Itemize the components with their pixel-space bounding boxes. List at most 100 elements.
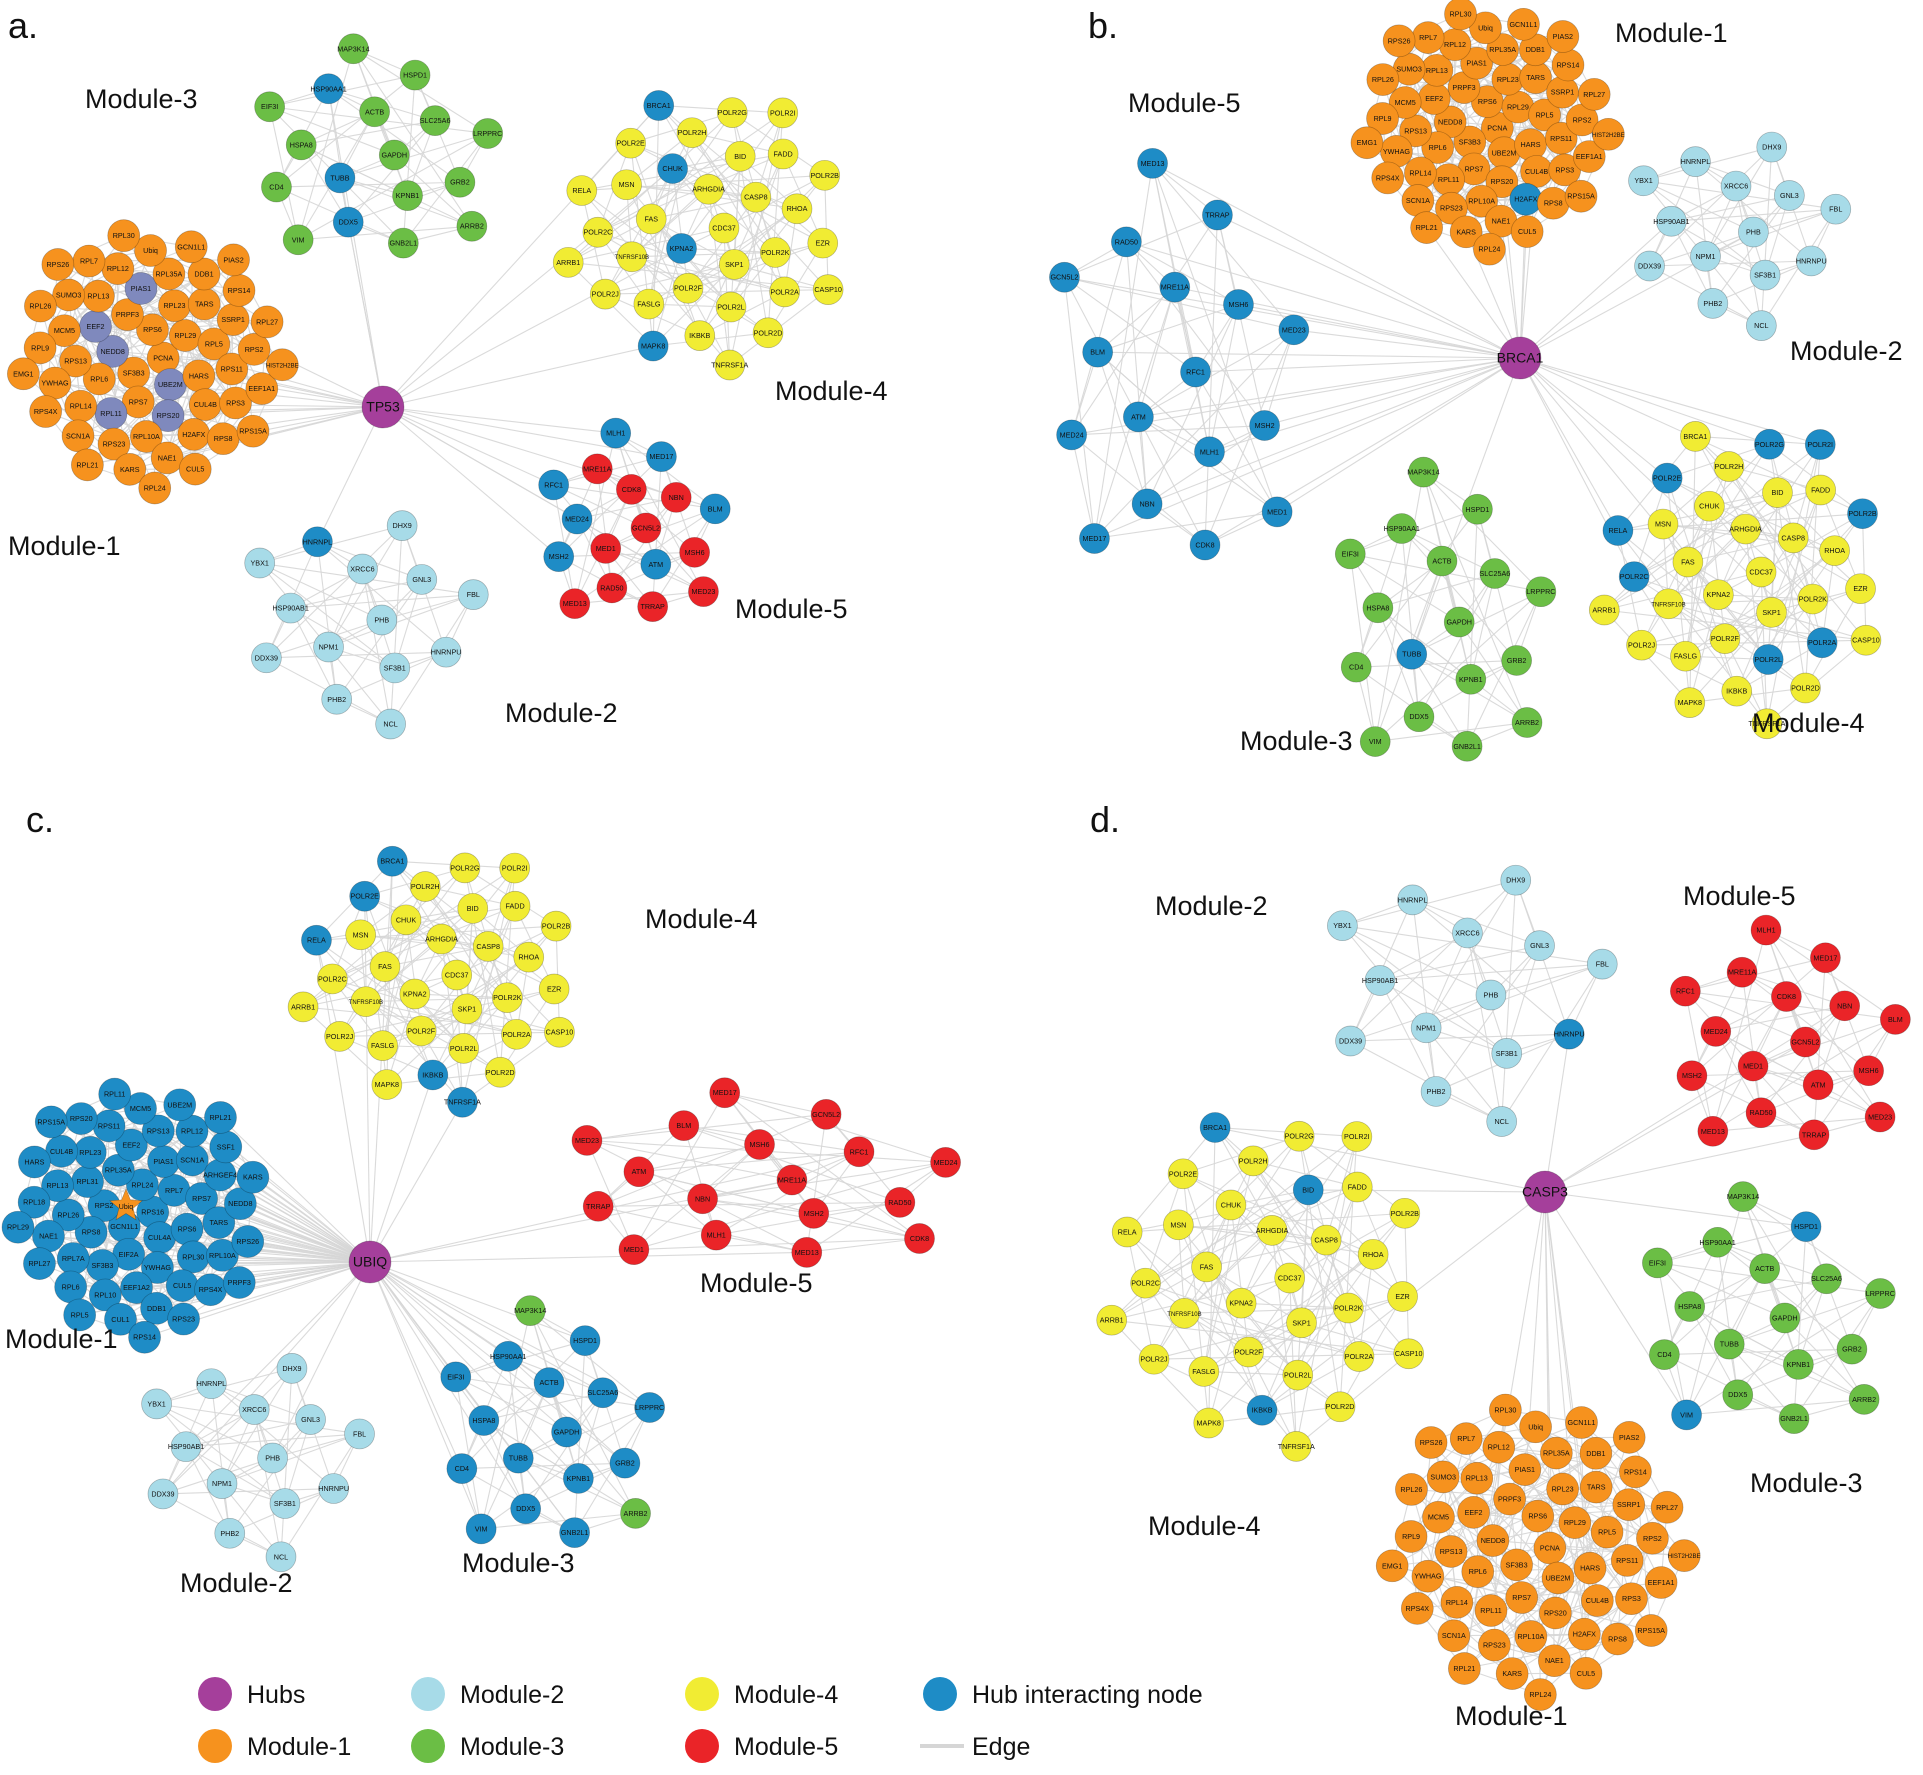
node-msh6[interactable]: MSH6 — [679, 536, 710, 568]
node-trrap[interactable]: TRRAP — [582, 1190, 614, 1222]
node-npm1[interactable]: NPM1 — [313, 631, 344, 663]
node-hspa8[interactable]: HSPA8 — [1674, 1291, 1706, 1322]
node-h2afx[interactable]: H2AFX — [177, 418, 211, 451]
node-tubb[interactable]: TUBB — [502, 1442, 534, 1474]
node-rpl9[interactable]: RPL9 — [23, 331, 57, 365]
node-med24[interactable]: MED24 — [930, 1147, 961, 1178]
node-phb2[interactable]: PHB2 — [321, 683, 353, 715]
node-cul4b[interactable]: CUL4B — [1520, 155, 1553, 188]
node-med1[interactable]: MED1 — [1261, 496, 1293, 528]
node-rpl7[interactable]: RPL7 — [1449, 1422, 1483, 1455]
node-rpl7[interactable]: RPL7 — [72, 244, 106, 278]
node-ube2m[interactable]: UBE2M — [163, 1088, 197, 1122]
node-rpl29[interactable]: RPL29 — [1, 1210, 35, 1244]
node-scn1a[interactable]: SCN1A — [61, 419, 95, 453]
node-arrb1[interactable]: ARRB1 — [1096, 1304, 1128, 1336]
node-rpl5[interactable]: RPL5 — [63, 1298, 97, 1332]
node-rpl29[interactable]: RPL29 — [1558, 1506, 1592, 1540]
node-polr2l[interactable]: POLR2L — [1282, 1359, 1314, 1391]
node-mre11a[interactable]: MRE11A — [581, 453, 613, 485]
node-rps11[interactable]: RPS11 — [92, 1109, 126, 1143]
node-med17[interactable]: MED17 — [709, 1077, 741, 1109]
node-rpl14[interactable]: RPL14 — [64, 389, 98, 423]
node-rpl30[interactable]: RPL30 — [176, 1240, 210, 1274]
node-med13[interactable]: MED13 — [559, 588, 591, 620]
node-gnl3[interactable]: GNL3 — [295, 1404, 326, 1435]
node-hsp90aa1[interactable]: HSP90AA1 — [490, 1340, 526, 1372]
node-dhx9[interactable]: DHX9 — [1500, 864, 1532, 896]
node-gnl3[interactable]: GNL3 — [1774, 180, 1805, 211]
node-cul4a[interactable]: CUL4A — [143, 1221, 176, 1254]
node-cd4[interactable]: CD4 — [261, 171, 292, 203]
node-ddx39[interactable]: DDX39 — [251, 642, 282, 674]
node-dhx9[interactable]: DHX9 — [1756, 131, 1788, 163]
node-tnfrsf1a[interactable]: TNFRSF1A — [1748, 708, 1786, 740]
node-arhgef4[interactable]: ARHGEF4 — [203, 1158, 237, 1192]
node-rhoa[interactable]: RHOA — [513, 941, 545, 973]
node-rps13[interactable]: RPS13 — [59, 344, 92, 378]
node-nedd8[interactable]: NEDD8 — [223, 1187, 257, 1221]
node-hspd1[interactable]: HSPD1 — [399, 59, 431, 91]
node-gnl3[interactable]: GNL3 — [406, 564, 438, 595]
node-pias2[interactable]: PIAS2 — [1546, 20, 1580, 53]
node-map3k14[interactable]: MAP3K14 — [1727, 1181, 1759, 1212]
node-gnl3[interactable]: GNL3 — [1524, 930, 1555, 962]
node-kpnb1[interactable]: KPNB1 — [392, 180, 423, 211]
node-hnrnpu[interactable]: HNRNPU — [1796, 245, 1827, 277]
node-med17[interactable]: MED17 — [1079, 523, 1110, 554]
node-gnb2l1[interactable]: GNB2L1 — [1778, 1403, 1810, 1435]
node-kars[interactable]: KARS — [113, 452, 147, 486]
node-bid[interactable]: BID — [457, 893, 489, 924]
node-gapdh[interactable]: GAPDH — [378, 139, 410, 171]
hub-brca1[interactable]: BRCA1 — [1497, 336, 1544, 380]
node-nbn[interactable]: NBN — [687, 1183, 718, 1215]
node-gcn1l1[interactable]: GCN1L1 — [1565, 1406, 1598, 1439]
node-tars[interactable]: TARS — [202, 1206, 236, 1239]
node-polr2b[interactable]: POLR2B — [1389, 1197, 1421, 1229]
node-ssrp1[interactable]: SSRP1 — [216, 303, 250, 336]
node-mcm5[interactable]: MCM5 — [48, 314, 81, 348]
node-ddb1[interactable]: DDB1 — [187, 257, 221, 291]
node-polr2b[interactable]: POLR2B — [809, 159, 841, 191]
node-rpl12[interactable]: RPL12 — [101, 252, 135, 285]
node-rps8[interactable]: RPS8 — [1536, 186, 1570, 220]
node-ube2m[interactable]: UBE2M — [1541, 1561, 1575, 1595]
node-mapk8[interactable]: MAPK8 — [637, 330, 669, 362]
node-rps26[interactable]: RPS26 — [231, 1225, 265, 1258]
node-tars[interactable]: TARS — [187, 287, 221, 321]
node-polr2a[interactable]: POLR2A — [1343, 1341, 1375, 1372]
node-sumo3[interactable]: SUMO3 — [1426, 1460, 1460, 1494]
node-rps20[interactable]: RPS20 — [1539, 1596, 1572, 1630]
node-prpf3[interactable]: PRPF3 — [111, 298, 144, 332]
node-gcn5l2[interactable]: GCN5L2 — [630, 512, 662, 544]
node-slc25a6[interactable]: SLC25A6 — [587, 1377, 618, 1409]
node-casp8[interactable]: CASP8 — [740, 181, 772, 213]
node-rpl14[interactable]: RPL14 — [1440, 1586, 1474, 1619]
node-med24[interactable]: MED24 — [1056, 419, 1087, 451]
node-ezr[interactable]: EZR — [807, 227, 839, 259]
node-trrap[interactable]: TRRAP — [637, 591, 669, 622]
node-dhx9[interactable]: DHX9 — [386, 510, 418, 541]
node-slc25a6[interactable]: SLC25A6 — [1479, 558, 1510, 589]
node-polr2j[interactable]: POLR2J — [1138, 1343, 1170, 1375]
node-med23[interactable]: MED23 — [571, 1125, 603, 1156]
node-dhx9[interactable]: DHX9 — [276, 1353, 308, 1384]
node-rpl23[interactable]: RPL23 — [1546, 1472, 1579, 1506]
node-rad50[interactable]: RAD50 — [596, 572, 628, 604]
node-skp1[interactable]: SKP1 — [1286, 1307, 1317, 1339]
node-mapk8[interactable]: MAPK8 — [1674, 687, 1706, 718]
node-bid[interactable]: BID — [1292, 1174, 1324, 1206]
node-rps3[interactable]: RPS3 — [1615, 1582, 1648, 1616]
node-rps15a[interactable]: RPS15A — [34, 1105, 68, 1139]
node-rps2[interactable]: RPS2 — [87, 1189, 121, 1222]
node-casp8[interactable]: CASP8 — [1310, 1224, 1342, 1256]
node-gcn1l1[interactable]: GCN1L1 — [1507, 7, 1540, 41]
node-atm[interactable]: ATM — [623, 1156, 655, 1188]
node-eef2[interactable]: EEF2 — [1457, 1496, 1490, 1529]
node-rpl10[interactable]: RPL10 — [88, 1278, 122, 1312]
node-cul4b[interactable]: CUL4B — [188, 388, 222, 421]
node-rpl9[interactable]: RPL9 — [1394, 1520, 1428, 1553]
node-rpl11[interactable]: RPL11 — [1474, 1594, 1508, 1627]
node-rps13[interactable]: RPS13 — [1434, 1535, 1468, 1568]
node-med13[interactable]: MED13 — [791, 1237, 823, 1268]
